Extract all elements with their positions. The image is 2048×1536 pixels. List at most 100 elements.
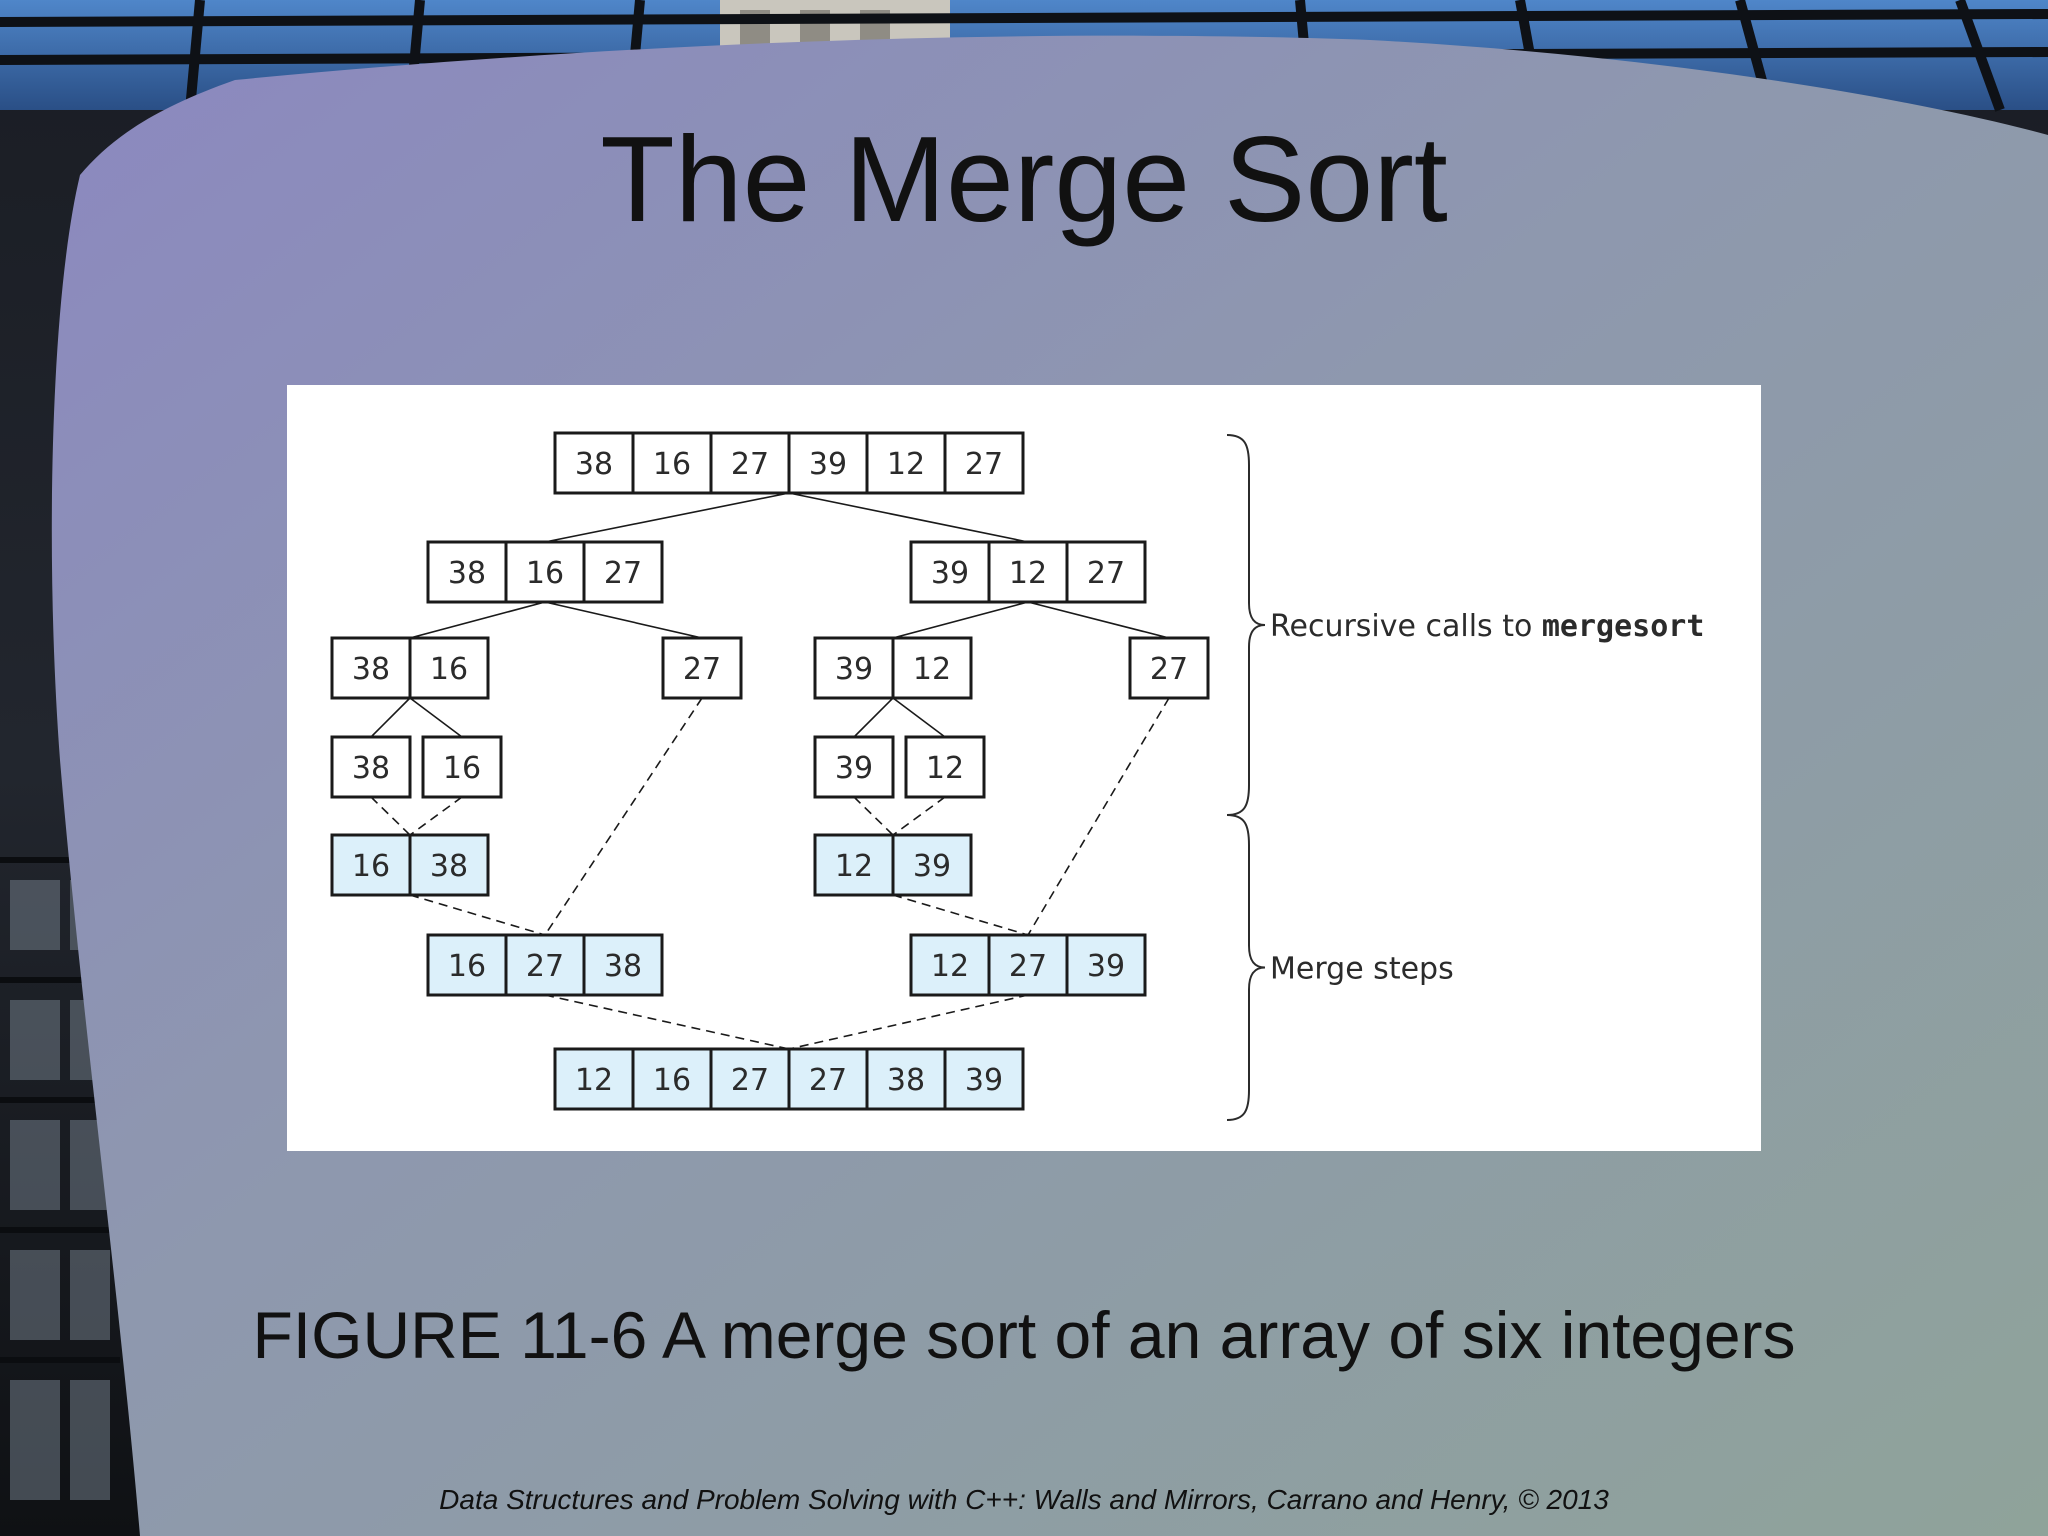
split-edge-L-LL — [409, 601, 546, 639]
recursive-calls-brace — [1226, 434, 1266, 816]
array-cell — [943, 431, 1025, 495]
array-cell — [408, 833, 490, 897]
array-cell — [709, 1047, 791, 1111]
array-cell — [909, 933, 991, 997]
array-cell — [661, 636, 743, 700]
merge-edge-RR-Rm — [1027, 697, 1170, 936]
array-final: 12 16 27 27 38 39 — [553, 1047, 1025, 1111]
merge-edge-LLm-Lm — [409, 894, 546, 936]
array-cell-value: 12 — [931, 949, 969, 984]
array-cell-value: 12 — [575, 1063, 613, 1098]
slide-title: The Merge Sort — [600, 111, 1448, 247]
array-cell-value: 16 — [448, 949, 486, 984]
array-cell-value: 16 — [443, 751, 481, 786]
array-cell-value: 16 — [430, 652, 468, 687]
array-cell — [553, 431, 635, 495]
array-cell — [553, 1047, 635, 1111]
array-cell — [582, 933, 664, 997]
array-L: 38 16 27 — [426, 540, 664, 604]
merge-edge-RLm-Rm — [892, 894, 1029, 936]
array-cell — [631, 431, 713, 495]
array-cell-value: 12 — [913, 652, 951, 687]
array-cell-value: 12 — [835, 849, 873, 884]
merge-steps-brace — [1226, 814, 1266, 1121]
array-cell — [330, 636, 412, 700]
array-cell-value: 38 — [604, 949, 642, 984]
array-cell-value: 39 — [809, 447, 847, 482]
array-Lm: 16 27 38 — [426, 933, 664, 997]
array-cell-value: 27 — [1150, 652, 1188, 687]
array-cell-value: 38 — [887, 1063, 925, 1098]
split-edge-RL-RLa — [853, 697, 894, 738]
array-cell — [943, 1047, 1025, 1111]
array-cell — [504, 933, 586, 997]
array-cell-value: 27 — [604, 556, 642, 591]
array-LL: 38 16 — [330, 636, 490, 700]
array-cell — [1065, 933, 1147, 997]
array-cell-value: 39 — [965, 1063, 1003, 1098]
split-edge-root-L — [544, 492, 790, 543]
array-cell-value: 27 — [809, 1063, 847, 1098]
array-cell — [987, 540, 1069, 604]
array-cell-value: 38 — [352, 652, 390, 687]
recursive-calls-text: Recursive calls to — [1270, 609, 1542, 644]
array-cell-value: 27 — [683, 652, 721, 687]
merge-edge-RLb-RLm — [892, 796, 946, 836]
array-cell-value: 27 — [526, 949, 564, 984]
array-cell-value: 39 — [835, 751, 873, 786]
array-RR: 27 — [1128, 636, 1210, 700]
array-cell — [813, 735, 895, 799]
array-cell-value: 38 — [448, 556, 486, 591]
array-root: 38 16 27 39 12 27 — [553, 431, 1025, 495]
array-cell — [408, 636, 490, 700]
merge-edge-Lm-final — [544, 994, 790, 1050]
split-edge-LL-LLb — [409, 697, 463, 738]
split-edge-RL-RLb — [892, 697, 946, 738]
array-RLa: 39 — [813, 735, 895, 799]
merge-edge-LLa-LLm — [370, 796, 411, 836]
array-cell-value: 16 — [526, 556, 564, 591]
array-cell-value: 39 — [931, 556, 969, 591]
recursive-calls-label: Recursive calls to mergesort — [1270, 609, 1704, 644]
array-RL: 39 12 — [813, 636, 973, 700]
array-cell-value: 16 — [653, 1063, 691, 1098]
array-cell — [891, 636, 973, 700]
array-cell-value: 27 — [965, 447, 1003, 482]
array-cell-value: 27 — [731, 1063, 769, 1098]
array-cell-value: 12 — [887, 447, 925, 482]
array-cell — [865, 1047, 947, 1111]
split-edge-root-R — [788, 492, 1029, 543]
array-RLb: 12 — [904, 735, 986, 799]
array-cell — [891, 833, 973, 897]
array-cell — [421, 735, 503, 799]
array-Rm: 12 27 39 — [909, 933, 1147, 997]
array-LLa: 38 — [330, 735, 412, 799]
split-edge-LL-LLa — [370, 697, 411, 738]
figure-caption: FIGURE 11-6 A merge sort of an array of … — [252, 1298, 1796, 1372]
array-cell-value: 38 — [352, 751, 390, 786]
array-cell-value: 12 — [1009, 556, 1047, 591]
merge-edge-Rm-final — [788, 994, 1029, 1050]
array-cell-value: 39 — [835, 652, 873, 687]
array-cell-value: 16 — [352, 849, 390, 884]
array-cell-value: 39 — [1087, 949, 1125, 984]
array-cell — [330, 735, 412, 799]
array-cell-value: 16 — [653, 447, 691, 482]
array-cell — [426, 933, 508, 997]
array-cell-value: 38 — [575, 447, 613, 482]
merge-edge-LR-Lm — [544, 697, 703, 936]
merge-steps-label: Merge steps — [1270, 952, 1454, 987]
array-cell — [1128, 636, 1210, 700]
array-cell-value: 27 — [1009, 949, 1047, 984]
footer-citation: Data Structures and Problem Solving with… — [439, 1484, 1609, 1515]
array-cell — [787, 431, 869, 495]
array-cell-value: 38 — [430, 849, 468, 884]
array-cell-value: 27 — [731, 447, 769, 482]
